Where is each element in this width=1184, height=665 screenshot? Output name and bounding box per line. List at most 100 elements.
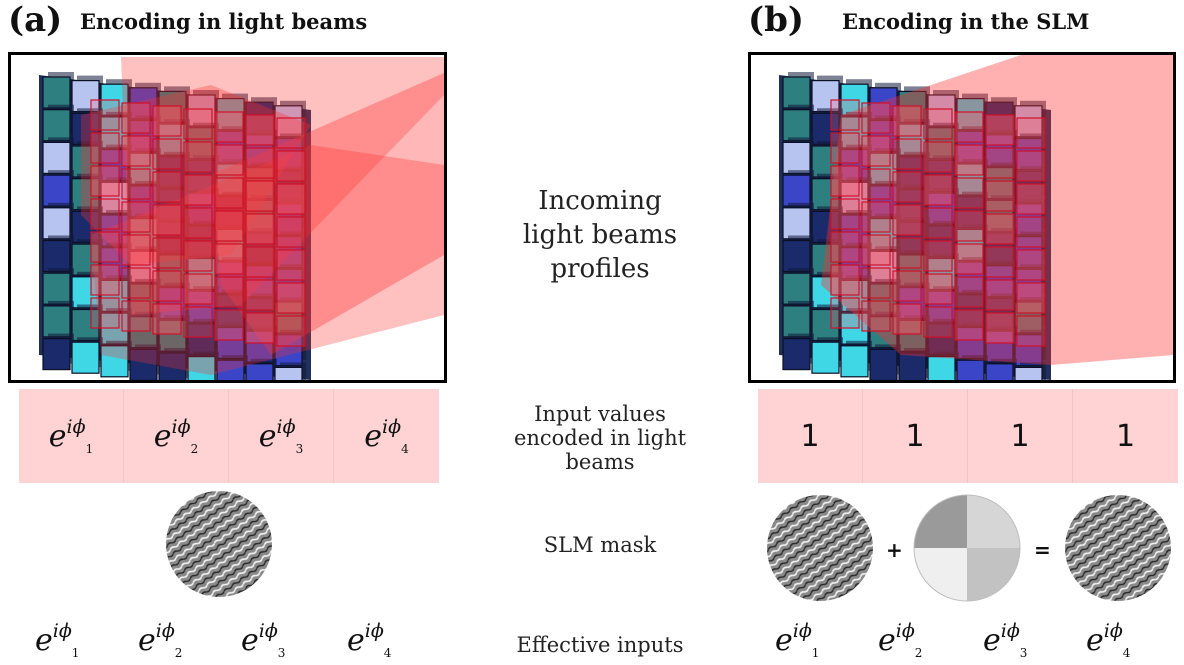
slm-pixel xyxy=(274,329,306,367)
effective-input: eiϕ2 xyxy=(138,620,183,660)
slm-pixel xyxy=(782,170,814,207)
modulated-pixel xyxy=(830,99,860,131)
modulated-pixel xyxy=(954,144,984,176)
modulated-pixel xyxy=(830,231,860,263)
slm-pixel xyxy=(840,340,872,378)
slm-pixel xyxy=(245,326,277,363)
panel-a-title: Encoding in light beams xyxy=(80,9,368,34)
modulated-pixel xyxy=(245,180,275,212)
phase-term: eiϕ2 xyxy=(153,416,199,456)
modulated-pixel xyxy=(861,300,891,332)
slm-pixel xyxy=(42,333,74,371)
modulated-pixel xyxy=(183,240,213,272)
modulated-pixel xyxy=(90,99,120,131)
slm-pixel xyxy=(811,271,843,309)
slm-pixel xyxy=(956,355,988,380)
panel-b-letter: (b) xyxy=(748,0,804,40)
modulated-pixel xyxy=(985,213,1015,245)
slm-pixel xyxy=(71,141,103,178)
slm-pixel xyxy=(216,355,248,380)
phase-term: eiϕ1 xyxy=(48,416,94,456)
slm-pixel xyxy=(71,337,103,374)
modulated-pixel xyxy=(923,141,953,173)
modulated-pixel xyxy=(923,108,953,140)
modulated-pixel xyxy=(923,207,953,239)
slm-pixel xyxy=(42,235,74,273)
phase-term: eiϕ4 xyxy=(364,416,409,456)
effective-inputs-label: Effective inputs xyxy=(516,633,684,657)
slm-pixel xyxy=(71,75,103,113)
light-beam xyxy=(121,57,444,315)
effective-input: eiϕ3 xyxy=(241,620,286,660)
modulated-pixel xyxy=(90,264,120,296)
modulated-pixel xyxy=(954,309,984,341)
slm-pixel xyxy=(985,326,1017,363)
slm-pixel xyxy=(100,144,132,182)
slm-pixel xyxy=(42,268,74,305)
modulated-pixel xyxy=(985,246,1015,278)
slm-pixel xyxy=(216,159,248,196)
input-cell: eiϕ4 xyxy=(334,389,439,483)
modulated-pixel xyxy=(90,297,120,329)
slm-pixel xyxy=(216,224,248,261)
slm-pixel xyxy=(956,289,988,327)
slm-pixel xyxy=(956,191,988,229)
modulated-pixel xyxy=(830,165,860,197)
modulated-pixel xyxy=(183,306,213,338)
modulated-pixel xyxy=(214,111,244,143)
slm-pixel xyxy=(811,337,843,374)
unit-value: 1 xyxy=(1115,418,1136,454)
incoming-label-line-1: Incoming xyxy=(538,186,662,216)
modulated-pixel xyxy=(954,177,984,209)
slm-pixel xyxy=(245,358,277,380)
slm-pixel xyxy=(985,358,1017,380)
slm-pixel xyxy=(129,311,161,349)
unit-value: 1 xyxy=(905,418,925,454)
light-beam xyxy=(211,73,444,355)
slm-pixel xyxy=(245,228,277,265)
slm-pixel xyxy=(129,344,161,380)
slm-pixel xyxy=(71,108,103,145)
equals-sign: = xyxy=(1034,538,1051,562)
panel-b-quadrant-mask xyxy=(913,494,1021,602)
modulated-pixel xyxy=(121,168,151,200)
slm-pixel xyxy=(245,97,277,134)
slm-pixel xyxy=(985,260,1017,298)
panel-a-slm-scene xyxy=(39,57,444,380)
modulated-pixel xyxy=(861,267,891,299)
slm-pixel xyxy=(956,93,988,131)
slm-pixel xyxy=(840,308,872,345)
slm-pixel xyxy=(782,104,814,142)
modulated-pixel xyxy=(152,237,182,269)
incoming-label-line-3: profiles xyxy=(550,254,650,284)
modulated-pixel xyxy=(861,135,891,167)
modulated-pixel xyxy=(183,207,213,239)
modulated-pixel xyxy=(121,267,151,299)
modulated-pixel xyxy=(152,270,182,302)
slm-pixel xyxy=(811,239,843,276)
modulated-pixel xyxy=(892,270,922,302)
slm-pixel xyxy=(782,235,814,273)
modulated-pixel xyxy=(183,141,213,173)
slm-pixel xyxy=(782,300,814,338)
modulated-pixel xyxy=(892,138,922,170)
slm-pixel xyxy=(274,264,306,301)
modulated-pixel xyxy=(1016,150,1046,182)
slm-pixel xyxy=(187,351,219,380)
modulated-pixel xyxy=(183,273,213,305)
modulated-pixel xyxy=(214,144,244,176)
effective-input: eiϕ4 xyxy=(347,620,392,660)
modulated-pixel xyxy=(276,315,306,347)
modulated-pixel xyxy=(152,171,182,203)
slm-pixel xyxy=(927,351,959,380)
modulated-pixel xyxy=(90,231,120,263)
slm-pixel xyxy=(1014,329,1046,367)
slm-pixel xyxy=(869,246,901,283)
modulated-pixel xyxy=(276,150,306,182)
modulated-pixel xyxy=(245,312,275,344)
slm-pixel xyxy=(782,333,814,371)
panel-a-slm-mask xyxy=(166,491,272,597)
slm-pixel xyxy=(158,348,190,380)
modulated-pixel xyxy=(892,237,922,269)
effective-input: eiϕ3 xyxy=(983,620,1028,660)
